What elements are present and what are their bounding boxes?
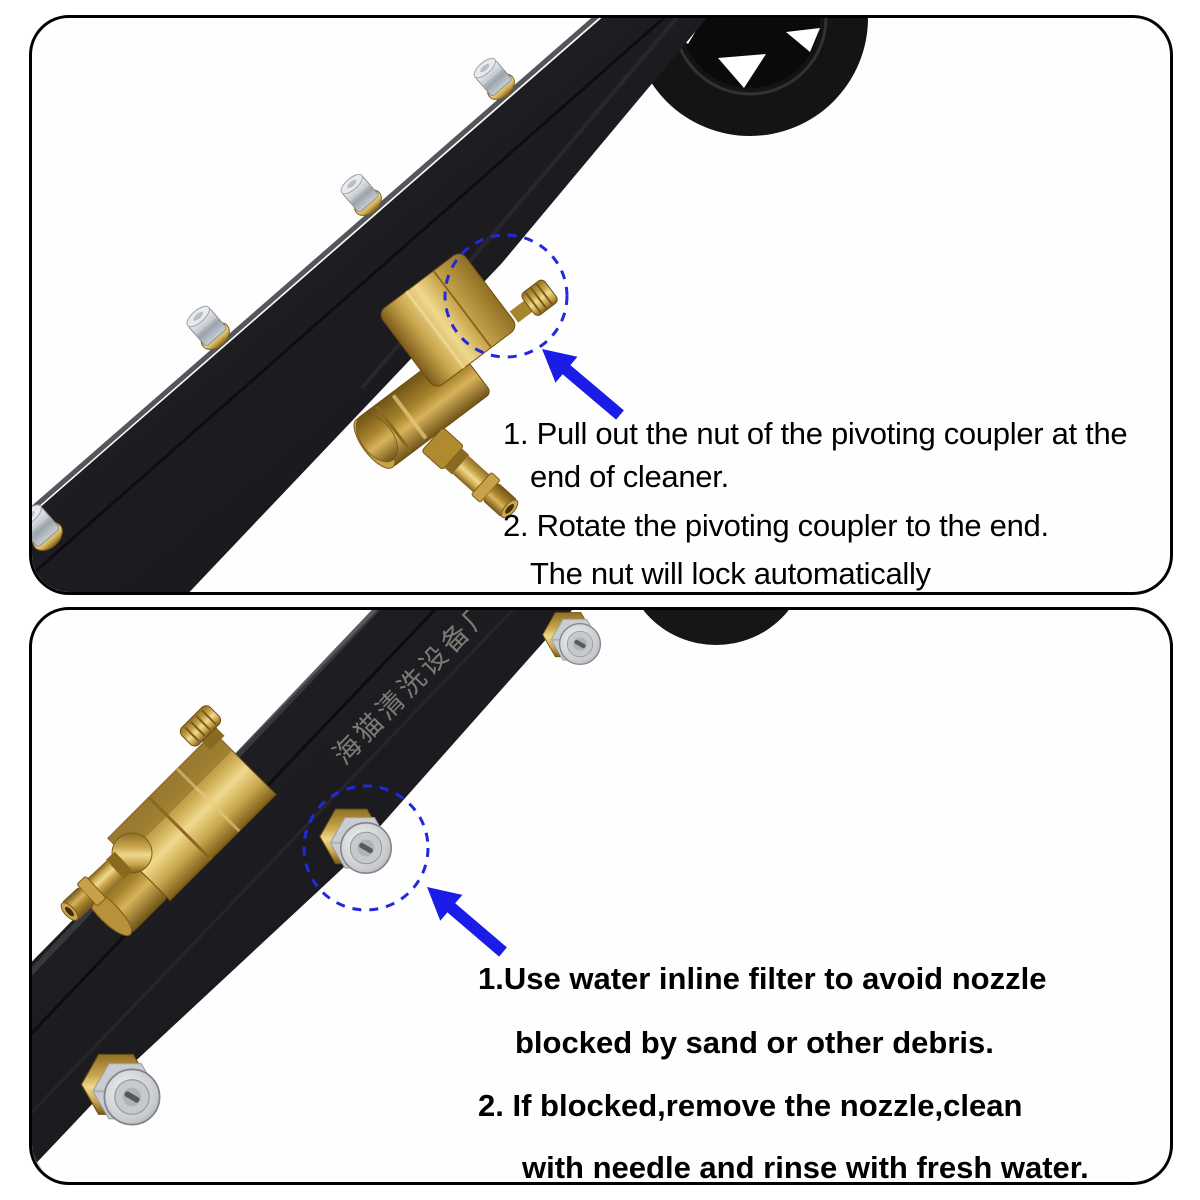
- caster-wheel: [632, 18, 868, 136]
- instruction-line: 2. Rotate the pivoting coupler to the en…: [503, 508, 1049, 543]
- instruction-line: The nut will lock automatically: [530, 556, 931, 591]
- instruction-line: 1.Use water inline filter to avoid nozzl…: [478, 961, 1047, 996]
- pointer-arrow-icon: [427, 887, 507, 957]
- quick-connect-plug: [422, 428, 519, 519]
- pivoting-coupler: [353, 253, 558, 519]
- nozzle-icon: [80, 1053, 161, 1126]
- nozzle-icon: [541, 611, 602, 666]
- filter-thumbscrew: [179, 705, 225, 750]
- caster-wheel: [643, 610, 789, 645]
- top-product-photo: [32, 18, 868, 592]
- pointer-arrow-icon: [542, 349, 624, 420]
- inlet-valve-assembly: [60, 705, 277, 937]
- bottom-photo-panel: 海猫清洗设备厂: [29, 607, 1173, 1185]
- instruction-line: with needle and rinse with fresh water.: [522, 1150, 1089, 1185]
- instruction-line: 2. If blocked,remove the nozzle,clean: [478, 1088, 1023, 1123]
- instruction-line: blocked by sand or other debris.: [515, 1025, 994, 1060]
- quick-connect-plug: [60, 851, 133, 921]
- bottom-product-photo: 海猫清洗设备厂: [32, 610, 789, 1174]
- highlight-circle-icon: [443, 233, 569, 359]
- instruction-line: end of cleaner.: [530, 459, 729, 494]
- top-photo-panel: 1. Pull out the nut of the pivoting coup…: [29, 15, 1173, 595]
- highlight-circle-icon: [302, 784, 430, 912]
- bleed-thumbscrew: [509, 279, 558, 323]
- instruction-line: 1. Pull out the nut of the pivoting coup…: [503, 416, 1128, 451]
